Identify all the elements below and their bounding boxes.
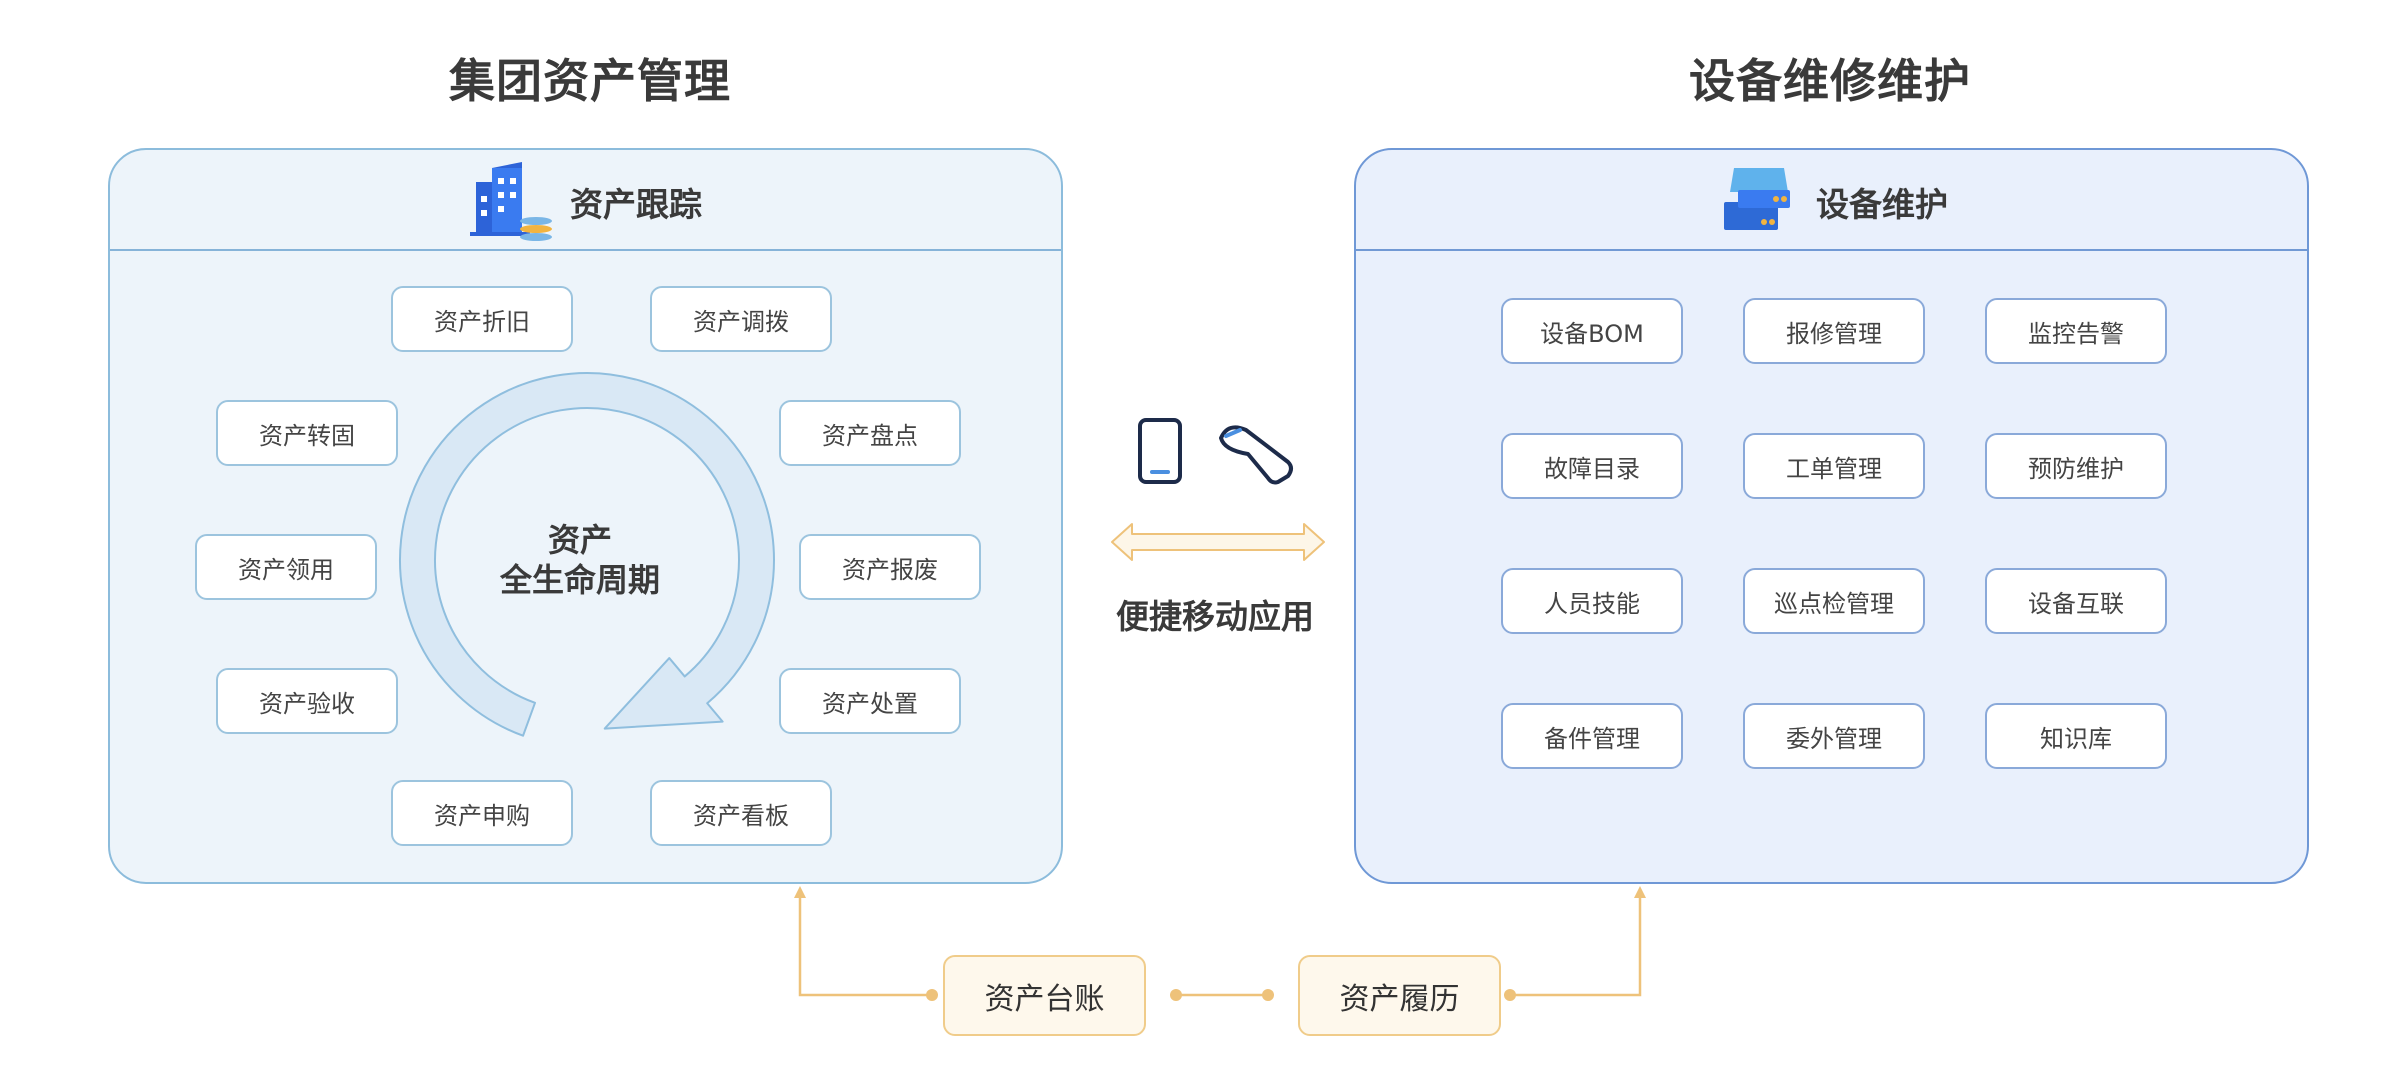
personnel-skills-item[interactable]: 人员技能 bbox=[1501, 568, 1683, 634]
building-icon bbox=[470, 162, 556, 246]
inspection-management-item[interactable]: 巡点检管理 bbox=[1743, 568, 1925, 634]
lifecycle-line1: 资产 bbox=[547, 521, 612, 559]
monitoring-alert-item[interactable]: 监控告警 bbox=[1985, 298, 2167, 364]
spare-parts-item[interactable]: 备件管理 bbox=[1501, 703, 1683, 769]
preventive-maintenance-item[interactable]: 预防维护 bbox=[1985, 433, 2167, 499]
work-order-item[interactable]: 工单管理 bbox=[1743, 433, 1925, 499]
mobile-devices-group bbox=[1138, 418, 1293, 485]
asset-purchase-item[interactable]: 资产申购 bbox=[391, 780, 573, 846]
asset-history-box[interactable]: 资产履历 bbox=[1298, 955, 1501, 1036]
asset-dashboard-item[interactable]: 资产看板 bbox=[650, 780, 832, 846]
fault-catalog-item[interactable]: 故障目录 bbox=[1501, 433, 1683, 499]
equipment-maintenance-panel: 设备维护 设备BOM 报修管理 监控告警 故障目录 工单管理 预防维护 人员技能… bbox=[1354, 148, 2309, 884]
knowledge-base-item[interactable]: 知识库 bbox=[1985, 703, 2167, 769]
asset-tracking-panel: 资产跟踪 资产 全生命周期 资产折旧 资产调拨 资产转固 资产盘点 资产领用 资… bbox=[108, 148, 1063, 884]
asset-transfer-item[interactable]: 资产调拨 bbox=[650, 286, 832, 352]
asset-requisition-item[interactable]: 资产领用 bbox=[195, 534, 377, 600]
equipment-bom-item[interactable]: 设备BOM bbox=[1501, 298, 1683, 364]
equipment-maintenance-header: 设备维护 bbox=[1356, 150, 2307, 251]
asset-ledger-box[interactable]: 资产台账 bbox=[943, 955, 1146, 1036]
asset-inventory-item[interactable]: 资产盘点 bbox=[779, 400, 961, 466]
repair-request-item[interactable]: 报修管理 bbox=[1743, 298, 1925, 364]
barcode-scanner-icon bbox=[1219, 425, 1293, 485]
right-section-title: 设备维修维护 bbox=[1689, 54, 1971, 108]
mobile-app-label: 便捷移动应用 bbox=[1116, 597, 1314, 636]
asset-tracking-header: 资产跟踪 bbox=[110, 150, 1061, 251]
outsourcing-item[interactable]: 委外管理 bbox=[1743, 703, 1925, 769]
asset-capitalization-item[interactable]: 资产转固 bbox=[216, 400, 398, 466]
bidirectional-arrow bbox=[1111, 523, 1325, 561]
asset-disposal-item[interactable]: 资产处置 bbox=[779, 668, 961, 734]
mobile-phone-icon bbox=[1138, 418, 1182, 484]
asset-depreciation-item[interactable]: 资产折旧 bbox=[391, 286, 573, 352]
asset-tracking-label: 资产跟踪 bbox=[570, 185, 702, 224]
server-icon bbox=[1716, 162, 1796, 246]
equipment-maintenance-label: 设备维护 bbox=[1816, 185, 1948, 224]
lifecycle-line2: 全生命周期 bbox=[499, 561, 660, 599]
asset-scrap-item[interactable]: 资产报废 bbox=[799, 534, 981, 600]
equipment-iot-item[interactable]: 设备互联 bbox=[1985, 568, 2167, 634]
asset-acceptance-item[interactable]: 资产验收 bbox=[216, 668, 398, 734]
lifecycle-cycle-arrow bbox=[399, 372, 775, 737]
left-section-title: 集团资产管理 bbox=[449, 54, 731, 108]
